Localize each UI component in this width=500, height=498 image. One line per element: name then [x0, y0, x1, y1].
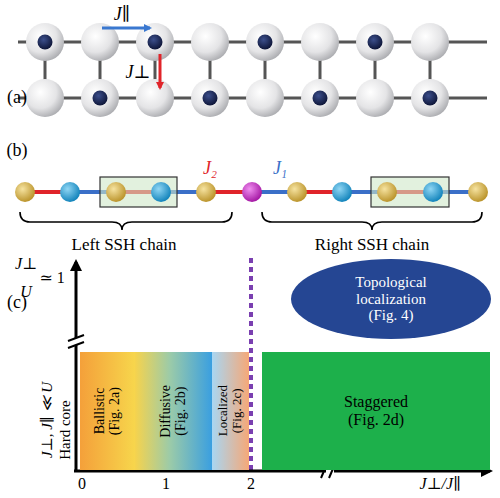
figure-ref: (Fig. 4)	[369, 307, 414, 324]
coupling-label: J∥	[114, 5, 130, 23]
phase-ellipse: Topological localization(Fig. 4)	[290, 258, 492, 340]
axis-label: Hard core	[58, 400, 73, 460]
ssh-sites	[15, 182, 488, 202]
panel-label: (a)	[7, 88, 27, 106]
coupling-label: J⊥	[126, 63, 151, 81]
phase-name: Diffusive	[158, 385, 173, 438]
chain-label: Left SSH chain	[72, 236, 177, 253]
y-axis	[75, 262, 78, 472]
tick-label: 2	[247, 476, 255, 492]
rotated-text: Diffusive(Fig. 2b)	[158, 385, 189, 438]
rotated-text: Ballistic(Fig. 2a)	[92, 387, 123, 435]
particles	[38, 35, 438, 106]
hopping-arrow	[159, 54, 162, 88]
axis-fraction: J⊥	[15, 256, 37, 272]
rotated-text: Localized(Fig. 2c)	[216, 385, 245, 436]
hopping-arrow	[102, 27, 150, 30]
bracket	[20, 212, 482, 230]
phase-name: Localized	[216, 385, 230, 436]
phase-name: Staggered	[344, 393, 408, 411]
coupling-label: J₂	[203, 159, 217, 177]
node-body: Ballistic(Fig. 2a)	[80, 352, 135, 470]
node-body: Topological localization(Fig. 4)	[290, 258, 492, 340]
chain-label: Right SSH chain	[315, 236, 429, 253]
axis-fraction: ≃ 1	[39, 270, 64, 286]
phase-region: Localized(Fig. 2c)	[212, 352, 249, 470]
tick-label: 0	[78, 476, 86, 492]
phase-region: Ballistic(Fig. 2a)	[80, 352, 135, 470]
panel-label: (b)	[7, 141, 28, 159]
axis-label: J⊥, J∥ ≪ U	[40, 382, 55, 458]
transition-line	[249, 258, 253, 470]
node-body: Localized(Fig. 2c)	[212, 352, 249, 470]
figure-ref: (Fig. 2b)	[174, 385, 189, 438]
phase-name: Ballistic	[92, 387, 107, 435]
tick-label: 1	[162, 476, 170, 492]
unit-cell-box	[100, 177, 177, 207]
axis-label: J⊥/J∥	[419, 476, 460, 492]
figure-ref: (Fig. 2c)	[231, 385, 245, 436]
node-body: Diffusive(Fig. 2b)	[135, 352, 212, 470]
phase-name: Topological localization	[326, 274, 456, 307]
axis-fraction: U	[20, 284, 32, 300]
coupling-label: J₁	[273, 159, 287, 177]
unit-cell-box	[371, 177, 449, 207]
figure-ref: (Fig. 2a)	[108, 387, 123, 435]
phase-region: Staggered(Fig. 2d)	[262, 352, 490, 470]
phase-region: Diffusive(Fig. 2b)	[135, 352, 212, 470]
ladder-sites	[26, 23, 449, 117]
node-body: Staggered(Fig. 2d)	[262, 352, 490, 470]
figure-ref: (Fig. 2d)	[348, 411, 404, 429]
